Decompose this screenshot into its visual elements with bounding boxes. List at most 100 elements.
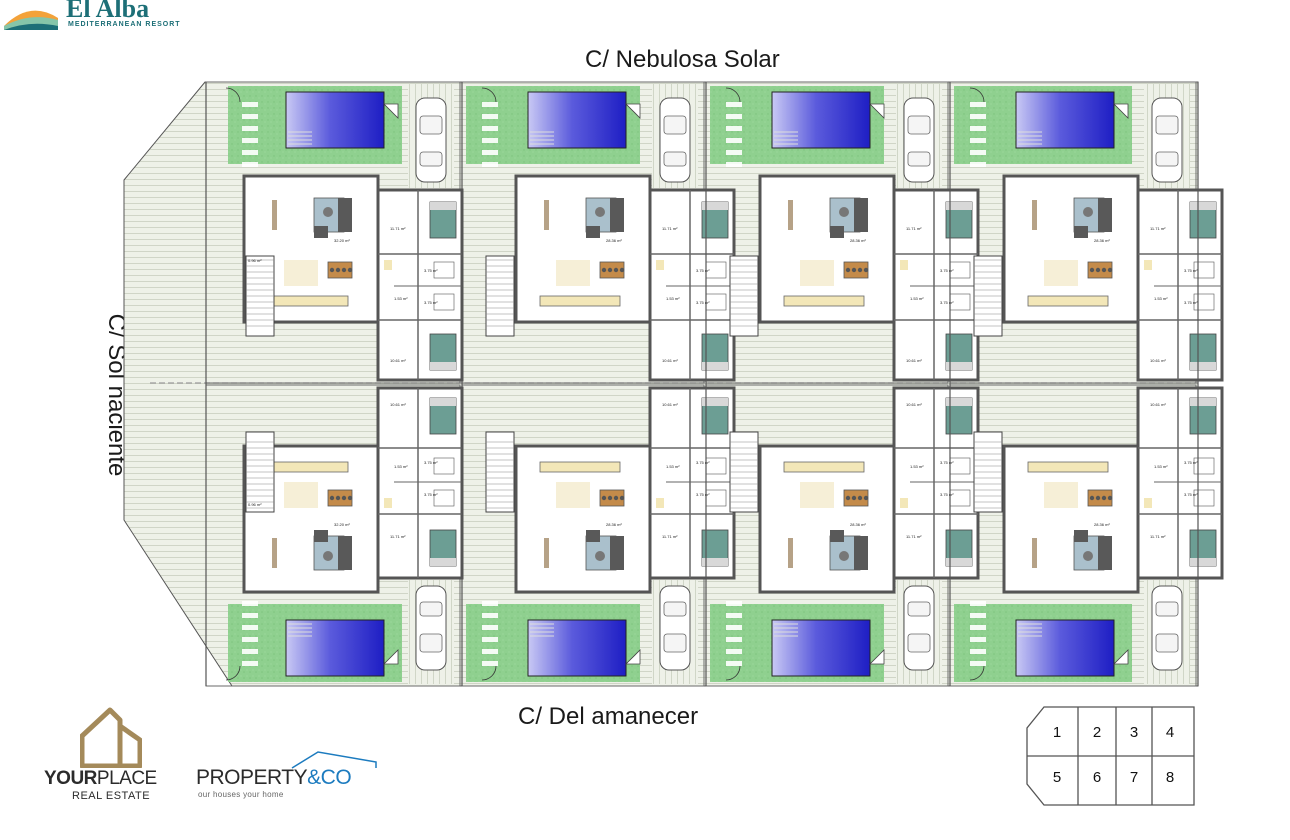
living-area-label: 28.36 m² — [606, 522, 622, 527]
chair-icon — [863, 495, 869, 501]
chair-icon — [329, 495, 335, 501]
chair-icon — [607, 495, 613, 501]
key-plan-lot: 3 — [1129, 724, 1139, 741]
washbasin-icon — [1144, 498, 1152, 508]
bedroom-area-label: 10.61 m² — [1150, 358, 1166, 363]
bedroom-area-label: 10.61 m² — [662, 358, 678, 363]
stepping-stone — [242, 114, 258, 119]
stepping-stone — [242, 649, 258, 654]
stepping-stone — [726, 637, 742, 642]
shower-icon — [433, 261, 455, 279]
bathroom-area-label: 3.75 m² — [940, 268, 954, 273]
stepping-stone — [482, 625, 498, 630]
bedroom-area-label: 11.71 m² — [1150, 226, 1166, 231]
chair-icon — [613, 267, 619, 273]
bedroom-area-label: 10.61 m² — [906, 402, 922, 407]
stepping-stone — [482, 613, 498, 618]
chair-icon — [863, 267, 869, 273]
stepping-stone — [242, 102, 258, 107]
stepping-stone — [970, 613, 986, 618]
bedroom-area-label: 11.71 m² — [662, 534, 678, 539]
armchair-icon — [830, 226, 844, 238]
stepping-stone — [242, 126, 258, 131]
stepping-stone — [242, 162, 258, 167]
car-icon — [415, 97, 447, 183]
pool-deck — [625, 103, 641, 119]
stepping-stone — [726, 613, 742, 618]
tv-unit — [788, 200, 793, 230]
pool — [771, 91, 871, 149]
sofa-icon — [1098, 536, 1112, 570]
bedroom-area-label: 10.61 m² — [390, 358, 406, 363]
chair-icon — [857, 267, 863, 273]
car-windshield — [663, 633, 687, 653]
car-icon — [903, 97, 935, 183]
stepping-stone — [482, 661, 498, 666]
chair-icon — [341, 495, 347, 501]
car-rear-window — [663, 151, 687, 167]
armchair-icon — [1074, 530, 1088, 542]
sofa-icon — [610, 198, 624, 232]
car-icon — [903, 585, 935, 671]
car-rear-window — [907, 601, 931, 617]
gate-swing — [225, 87, 241, 103]
bathroom-area-label: 3.75 m² — [1184, 300, 1198, 305]
bathroom-area-label: 3.75 m² — [424, 268, 438, 273]
pillow-icon — [1190, 362, 1216, 370]
bedroom-area-label: 10.61 m² — [662, 402, 678, 407]
armchair-icon — [839, 551, 849, 561]
stepping-stone — [242, 637, 258, 642]
washbasin-icon — [384, 498, 392, 508]
tv-unit — [788, 538, 793, 568]
bathroom-area-label: 3.75 m² — [940, 460, 954, 465]
key-plan — [1026, 706, 1195, 806]
bedroom-area-label: 11.71 m² — [906, 534, 922, 539]
chair-icon — [845, 495, 851, 501]
chair-icon — [1095, 267, 1101, 273]
agency-property-sub: our houses your home — [198, 790, 284, 799]
stepping-stone — [970, 661, 986, 666]
car-rear-window — [1155, 601, 1179, 617]
pillow-icon — [430, 362, 456, 370]
key-plan-lot: 1 — [1052, 724, 1062, 741]
living-area-label: 28.36 m² — [850, 238, 866, 243]
bedroom-area-label: 11.71 m² — [662, 226, 678, 231]
car-windshield — [419, 115, 443, 135]
resort-tagline: MEDITERRANEAN RESORT — [68, 21, 181, 28]
stepping-stone — [970, 150, 986, 155]
pillow-icon — [430, 558, 456, 566]
washbasin-icon — [900, 260, 908, 270]
armchair-icon — [323, 551, 333, 561]
chair-icon — [329, 267, 335, 273]
living-area-label: 28.36 m² — [1094, 522, 1110, 527]
pool — [285, 619, 385, 677]
gate-swing — [725, 665, 741, 681]
washbasin-icon — [1144, 260, 1152, 270]
chair-icon — [335, 495, 341, 501]
kitchen-island — [556, 260, 590, 286]
hall-area-label: 1.53 m² — [910, 296, 924, 301]
agency-property-name: PROPERTY&CO — [196, 766, 352, 790]
kitchen-counter — [783, 461, 865, 473]
bathroom-area-label: 3.75 m² — [940, 300, 954, 305]
bathroom-area-label: 3.75 m² — [424, 300, 438, 305]
stepping-stone — [242, 601, 258, 606]
stepping-stone — [242, 138, 258, 143]
kitchen-counter — [1027, 295, 1109, 307]
pillow-icon — [702, 398, 728, 406]
resort-logo: El Alba MEDITERRANEAN RESORT — [0, 0, 190, 36]
agency-yourplace-name: YOURPLACE — [44, 768, 157, 790]
tv-unit — [272, 200, 277, 230]
bathroom-area-label: 3.75 m² — [696, 268, 710, 273]
kitchen-counter — [783, 295, 865, 307]
gate-swing — [481, 87, 497, 103]
armchair-icon — [1074, 226, 1088, 238]
key-plan-lot: 4 — [1165, 724, 1175, 741]
hall-area-label: 1.53 m² — [394, 464, 408, 469]
sofa-icon — [854, 198, 868, 232]
chair-icon — [851, 267, 857, 273]
stepping-stone — [726, 126, 742, 131]
